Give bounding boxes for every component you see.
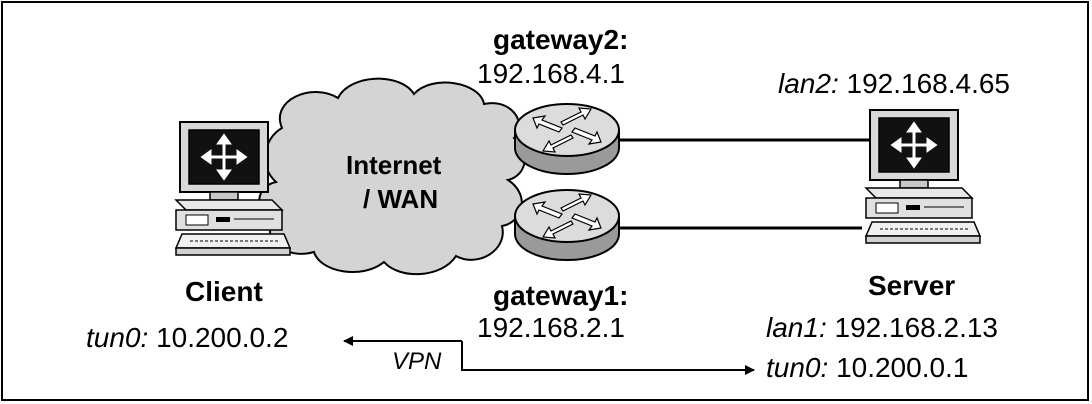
server-tun-ip: 10.200.0.1 xyxy=(836,352,969,383)
vpn-label: VPN xyxy=(392,348,442,375)
cloud-label-line2: / WAN xyxy=(363,184,439,214)
gateway1-name: gateway1: xyxy=(493,280,629,311)
server-lan2-ip: 192.168.4.65 xyxy=(846,68,1011,99)
gateway2-name: gateway2: xyxy=(493,24,629,55)
server-lan1-ip: 192.168.2.13 xyxy=(834,312,999,343)
gateway2-router-icon xyxy=(514,103,620,175)
client-tun-label: tun0: xyxy=(86,322,149,353)
gateway2-ip: 192.168.4.1 xyxy=(477,58,625,89)
server-lan2-row: lan2: 192.168.4.65 xyxy=(778,68,1010,100)
server-lan1-row: lan1: 192.168.2.13 xyxy=(766,312,998,344)
gateway1-router-icon xyxy=(514,189,620,261)
vpn-tunnel-line xyxy=(461,341,755,375)
server-name: Server xyxy=(868,270,956,301)
client-tun-ip: 10.200.0.2 xyxy=(156,322,289,353)
server-tun-row: tun0: 10.200.0.1 xyxy=(766,352,968,384)
server-lan2-label: lan2: xyxy=(778,68,839,99)
cloud-label-line1: Internet xyxy=(346,150,442,180)
server-computer-icon xyxy=(864,108,982,245)
gateway1-ip: 192.168.2.1 xyxy=(477,312,625,343)
client-name: Client xyxy=(185,276,263,307)
client-tun-row: tun0: 10.200.0.2 xyxy=(86,322,288,354)
server-lan1-label: lan1: xyxy=(766,312,827,343)
server-tun-label: tun0: xyxy=(766,352,829,383)
